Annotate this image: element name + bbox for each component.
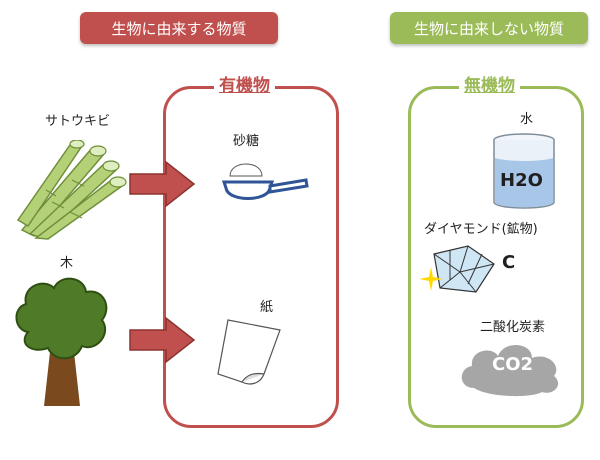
sparkle-icon	[419, 267, 443, 291]
diamond-label: ダイヤモンド(鉱物)	[424, 222, 538, 237]
organic-category-label: 有機物	[214, 76, 275, 96]
water-label: 水	[520, 112, 534, 127]
tree-label: 木	[60, 256, 74, 271]
water-formula: H2O	[500, 170, 543, 191]
organic-source-badge: 生物に由来する物質	[80, 12, 278, 44]
sugar-label: 砂糖	[233, 134, 260, 149]
carbon-symbol: C	[502, 252, 516, 273]
arrow-right-icon	[129, 160, 196, 208]
sugarcane-label: サトウキビ	[45, 114, 111, 129]
tree-icon	[15, 277, 108, 406]
paper-sheet-icon	[217, 319, 281, 385]
scoop-icon	[222, 163, 309, 200]
paper-label: 紙	[260, 300, 274, 315]
sugarcane-icon	[16, 140, 127, 240]
inorganic-source-badge: 生物に由来しない物質	[390, 12, 588, 44]
inorganic-category-label: 無機物	[459, 76, 520, 96]
cloud-icon	[461, 344, 559, 397]
co2-formula: CO2	[492, 354, 534, 375]
diamond-icon	[433, 245, 495, 293]
water-glass-icon	[493, 133, 555, 209]
arrow-right-icon	[129, 316, 196, 364]
co2-label: 二酸化炭素	[480, 320, 546, 335]
